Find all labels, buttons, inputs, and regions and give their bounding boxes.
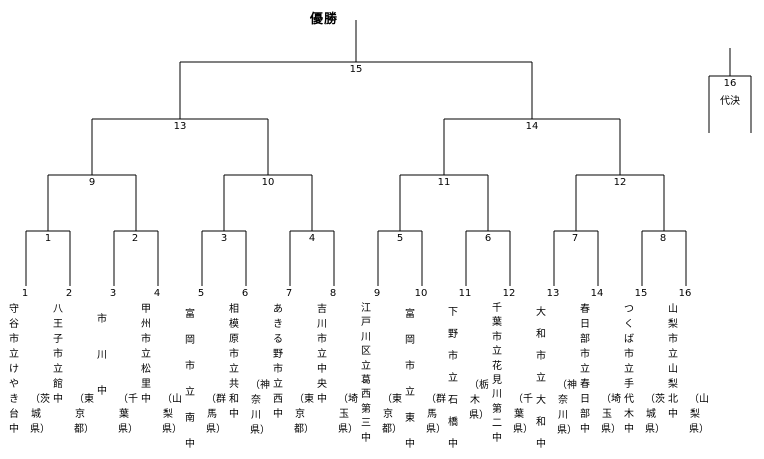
match-8-label: 8 (659, 233, 667, 244)
seed-number: 8 (329, 288, 337, 299)
team-school-name: 春日部市立春日部中 (580, 304, 590, 435)
team-school-name: 相模原市立共和中 (229, 304, 239, 420)
match-1-label: 1 (44, 233, 52, 244)
team-school-name: 富岡市立南中 (185, 309, 195, 450)
match-9-label: 9 (88, 177, 96, 188)
team-school-name: 江戸川区立葛西第三中 (361, 303, 371, 444)
seed-number: 10 (414, 288, 428, 299)
match-11-label: 11 (437, 177, 451, 188)
champion-label: 優勝 (310, 12, 339, 27)
team-school-name: 八王子市立館中 (53, 304, 63, 405)
seed-number: 15 (634, 288, 648, 299)
match-13-label: 13 (173, 121, 187, 132)
team-prefecture: （東京都） (74, 394, 94, 435)
team-prefecture: （千葉県） (513, 394, 533, 435)
match-2-label: 2 (131, 233, 139, 244)
match-5-label: 5 (396, 233, 404, 244)
match-3-label: 3 (220, 233, 228, 244)
team-school-name: 守谷市立けやき台中 (9, 304, 19, 435)
team-school-name: 富岡市立東中 (405, 309, 415, 450)
team-school-name: 大和市立大和中 (536, 307, 546, 450)
seed-number: 9 (373, 288, 381, 299)
team-prefecture: （茨城県） (30, 394, 50, 435)
team-prefecture: （茨城県） (645, 394, 665, 435)
team-school-name: 千葉市立花見川第二中 (492, 303, 502, 444)
team-school-name: あきる野市立西中 (273, 304, 283, 420)
playoff-label: 代決 (720, 96, 740, 107)
team-prefecture: （千葉県） (118, 394, 138, 435)
seed-number: 6 (241, 288, 249, 299)
seed-number: 4 (153, 288, 161, 299)
match-6-label: 6 (484, 233, 492, 244)
team-school-name: 下野市立石橋中 (448, 307, 458, 450)
team-prefecture: （埼玉県） (338, 394, 358, 435)
team-school-name: 山梨市立山梨北中 (668, 304, 678, 420)
seed-number: 13 (546, 288, 560, 299)
seed-number: 11 (458, 288, 472, 299)
seed-number: 16 (678, 288, 692, 299)
match-7-label: 7 (571, 233, 579, 244)
team-school-name: 甲州市立松里中 (141, 304, 151, 405)
match-15-label: 15 (349, 64, 363, 75)
seed-number: 1 (21, 288, 29, 299)
seed-number: 7 (285, 288, 293, 299)
seed-number: 12 (502, 288, 516, 299)
team-prefecture: （群馬県） (206, 394, 226, 435)
team-school-name: 吉川市立中央中 (317, 304, 327, 405)
playoff-match-label: 16 (723, 78, 737, 89)
team-prefecture: （栃木県） (469, 380, 489, 421)
seed-number: 14 (590, 288, 604, 299)
seed-number: 2 (65, 288, 73, 299)
team-prefecture: （山梨県） (162, 394, 182, 435)
seed-number: 3 (109, 288, 117, 299)
match-10-label: 10 (261, 177, 275, 188)
team-prefecture: （埼玉県） (601, 394, 621, 435)
seed-number: 5 (197, 288, 205, 299)
team-prefecture: （神奈川県） (250, 380, 270, 436)
match-4-label: 4 (308, 233, 316, 244)
match-14-label: 14 (525, 121, 539, 132)
match-12-label: 12 (613, 177, 627, 188)
team-school-name: 市川中 (97, 314, 107, 397)
team-prefecture: （山梨県） (689, 394, 709, 435)
team-school-name: つくば市立手代木中 (624, 304, 634, 435)
team-prefecture: （東京都） (294, 394, 314, 435)
team-prefecture: （群馬県） (426, 394, 446, 435)
team-prefecture: （神奈川県） (557, 380, 577, 436)
team-prefecture: （東京都） (382, 394, 402, 435)
